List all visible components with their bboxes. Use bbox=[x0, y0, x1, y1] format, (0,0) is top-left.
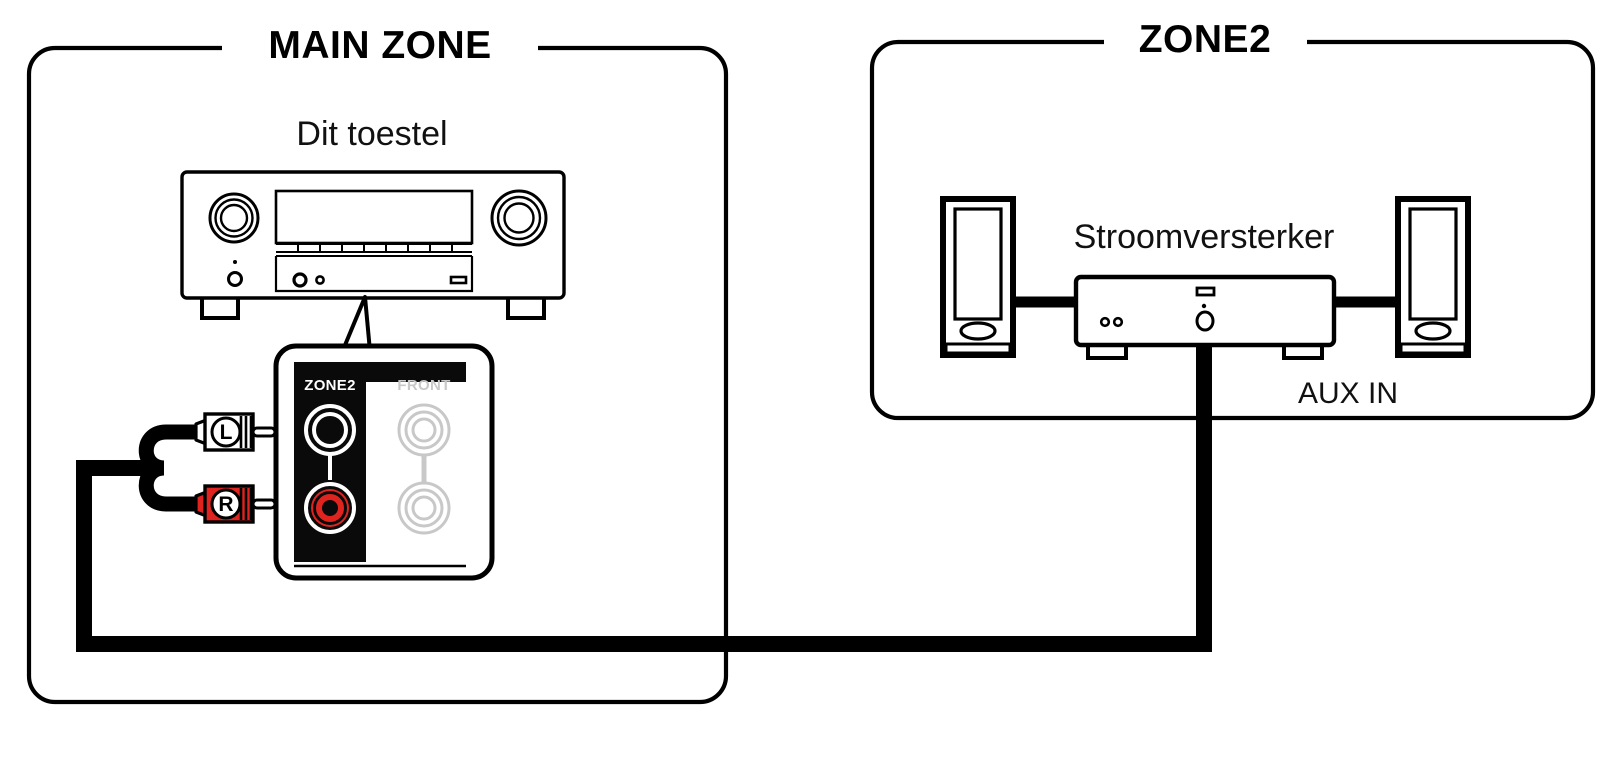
aux-in-label: AUX IN bbox=[1298, 377, 1398, 410]
rca-plug-left: L bbox=[194, 412, 277, 452]
zone2-title: ZONE2 bbox=[1139, 18, 1272, 61]
zone2-box bbox=[869, 39, 1596, 421]
main-zone-box bbox=[26, 45, 729, 705]
rca-cable bbox=[76, 345, 1212, 652]
zone2-right-jack bbox=[304, 482, 356, 534]
speaker-left bbox=[940, 196, 1016, 358]
rca-plug-right: R bbox=[194, 484, 277, 524]
main-zone-title: MAIN ZONE bbox=[268, 24, 491, 67]
main-device-label: Dit toestel bbox=[296, 115, 447, 153]
receiver-button-strip bbox=[276, 243, 472, 257]
panel-label-front: FRONT bbox=[397, 377, 450, 394]
power-amplifier bbox=[1073, 274, 1337, 360]
plug-left-letter: L bbox=[220, 421, 233, 444]
front-right-jack bbox=[397, 481, 451, 535]
zone2-device-label: Stroomversterker bbox=[1074, 218, 1335, 256]
av-receiver bbox=[180, 170, 566, 320]
connection-panel: ZONE2 FRONT bbox=[273, 343, 495, 581]
plug-right-letter: R bbox=[218, 493, 233, 516]
zone2-left-jack bbox=[304, 404, 356, 456]
panel-label-zone2: ZONE2 bbox=[304, 377, 356, 394]
speaker-right bbox=[1395, 196, 1471, 358]
